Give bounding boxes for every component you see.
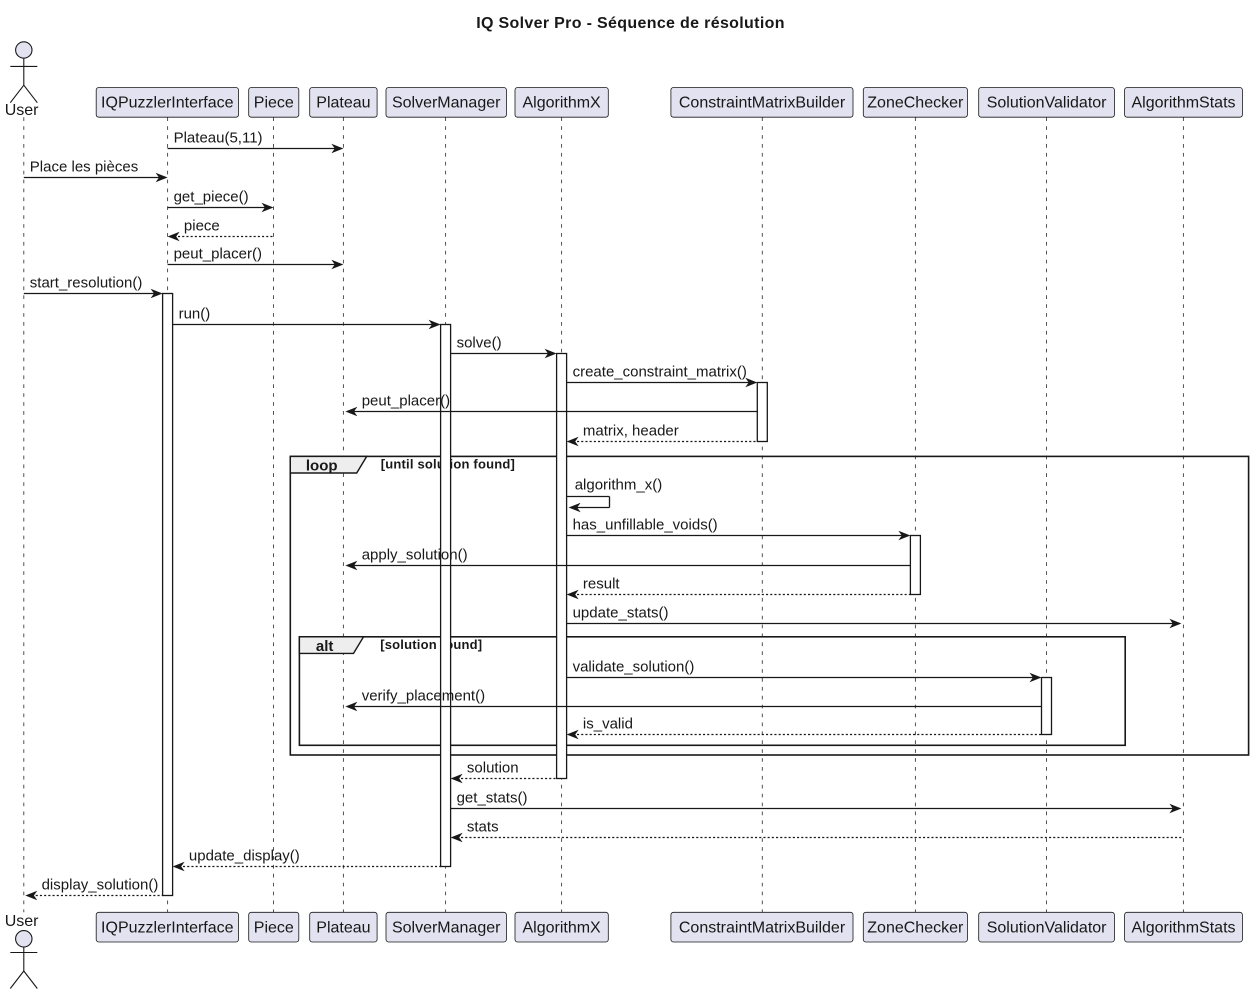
svg-text:has_unfillable_voids(): has_unfillable_voids(): [573, 517, 718, 534]
svg-text:piece: piece: [184, 218, 220, 235]
svg-text:SolverManager: SolverManager: [392, 95, 501, 112]
svg-text:display_solution(): display_solution(): [42, 877, 159, 894]
svg-text:Piece: Piece: [254, 95, 294, 112]
svg-text:[solution found]: [solution found]: [380, 637, 482, 652]
svg-text:IQPuzzlerInterface: IQPuzzlerInterface: [101, 919, 234, 936]
svg-text:AlgorithmX: AlgorithmX: [522, 919, 601, 936]
svg-text:solve(): solve(): [457, 335, 502, 352]
svg-text:User: User: [5, 102, 39, 119]
svg-text:is_valid: is_valid: [583, 716, 633, 733]
svg-text:update_display(): update_display(): [189, 848, 300, 865]
svg-text:start_resolution(): start_resolution(): [30, 275, 143, 292]
svg-text:validate_solution(): validate_solution(): [573, 659, 695, 676]
svg-text:get_piece(): get_piece(): [174, 189, 249, 206]
svg-text:AlgorithmX: AlgorithmX: [522, 95, 601, 112]
svg-text:result: result: [583, 576, 621, 593]
svg-text:User: User: [5, 913, 39, 930]
svg-text:apply_solution(): apply_solution(): [362, 547, 468, 564]
svg-text:solution: solution: [467, 760, 519, 777]
svg-text:verify_placement(): verify_placement(): [362, 688, 485, 705]
svg-text:ConstraintMatrixBuilder: ConstraintMatrixBuilder: [679, 95, 846, 112]
svg-text:peut_placer(): peut_placer(): [362, 393, 450, 410]
svg-text:ZoneChecker: ZoneChecker: [867, 95, 964, 112]
svg-text:SolutionValidator: SolutionValidator: [987, 919, 1107, 936]
svg-text:peut_placer(): peut_placer(): [174, 246, 262, 263]
svg-text:Plateau: Plateau: [316, 919, 370, 936]
svg-text:ZoneChecker: ZoneChecker: [867, 919, 964, 936]
svg-text:Place les pièces: Place les pièces: [30, 159, 138, 176]
svg-text:IQ Solver Pro - Séquence de ré: IQ Solver Pro - Séquence de résolution: [476, 15, 785, 32]
svg-text:update_stats(): update_stats(): [573, 605, 669, 622]
svg-text:Plateau: Plateau: [316, 95, 370, 112]
svg-text:stats: stats: [467, 819, 499, 836]
svg-text:loop: loop: [306, 457, 338, 474]
svg-text:SolutionValidator: SolutionValidator: [987, 95, 1107, 112]
svg-text:AlgorithmStats: AlgorithmStats: [1131, 919, 1235, 936]
svg-text:IQPuzzlerInterface: IQPuzzlerInterface: [101, 95, 234, 112]
svg-text:run(): run(): [179, 306, 211, 323]
svg-text:AlgorithmStats: AlgorithmStats: [1131, 95, 1235, 112]
svg-text:create_constraint_matrix(): create_constraint_matrix(): [573, 364, 747, 381]
svg-text:alt: alt: [316, 638, 334, 655]
svg-text:Plateau(5,11): Plateau(5,11): [174, 130, 263, 147]
svg-text:SolverManager: SolverManager: [392, 919, 501, 936]
svg-text:matrix, header: matrix, header: [583, 423, 679, 440]
svg-text:algorithm_x(): algorithm_x(): [575, 477, 663, 494]
svg-text:Piece: Piece: [254, 919, 294, 936]
svg-text:ConstraintMatrixBuilder: ConstraintMatrixBuilder: [679, 919, 846, 936]
svg-text:get_stats(): get_stats(): [457, 790, 528, 807]
